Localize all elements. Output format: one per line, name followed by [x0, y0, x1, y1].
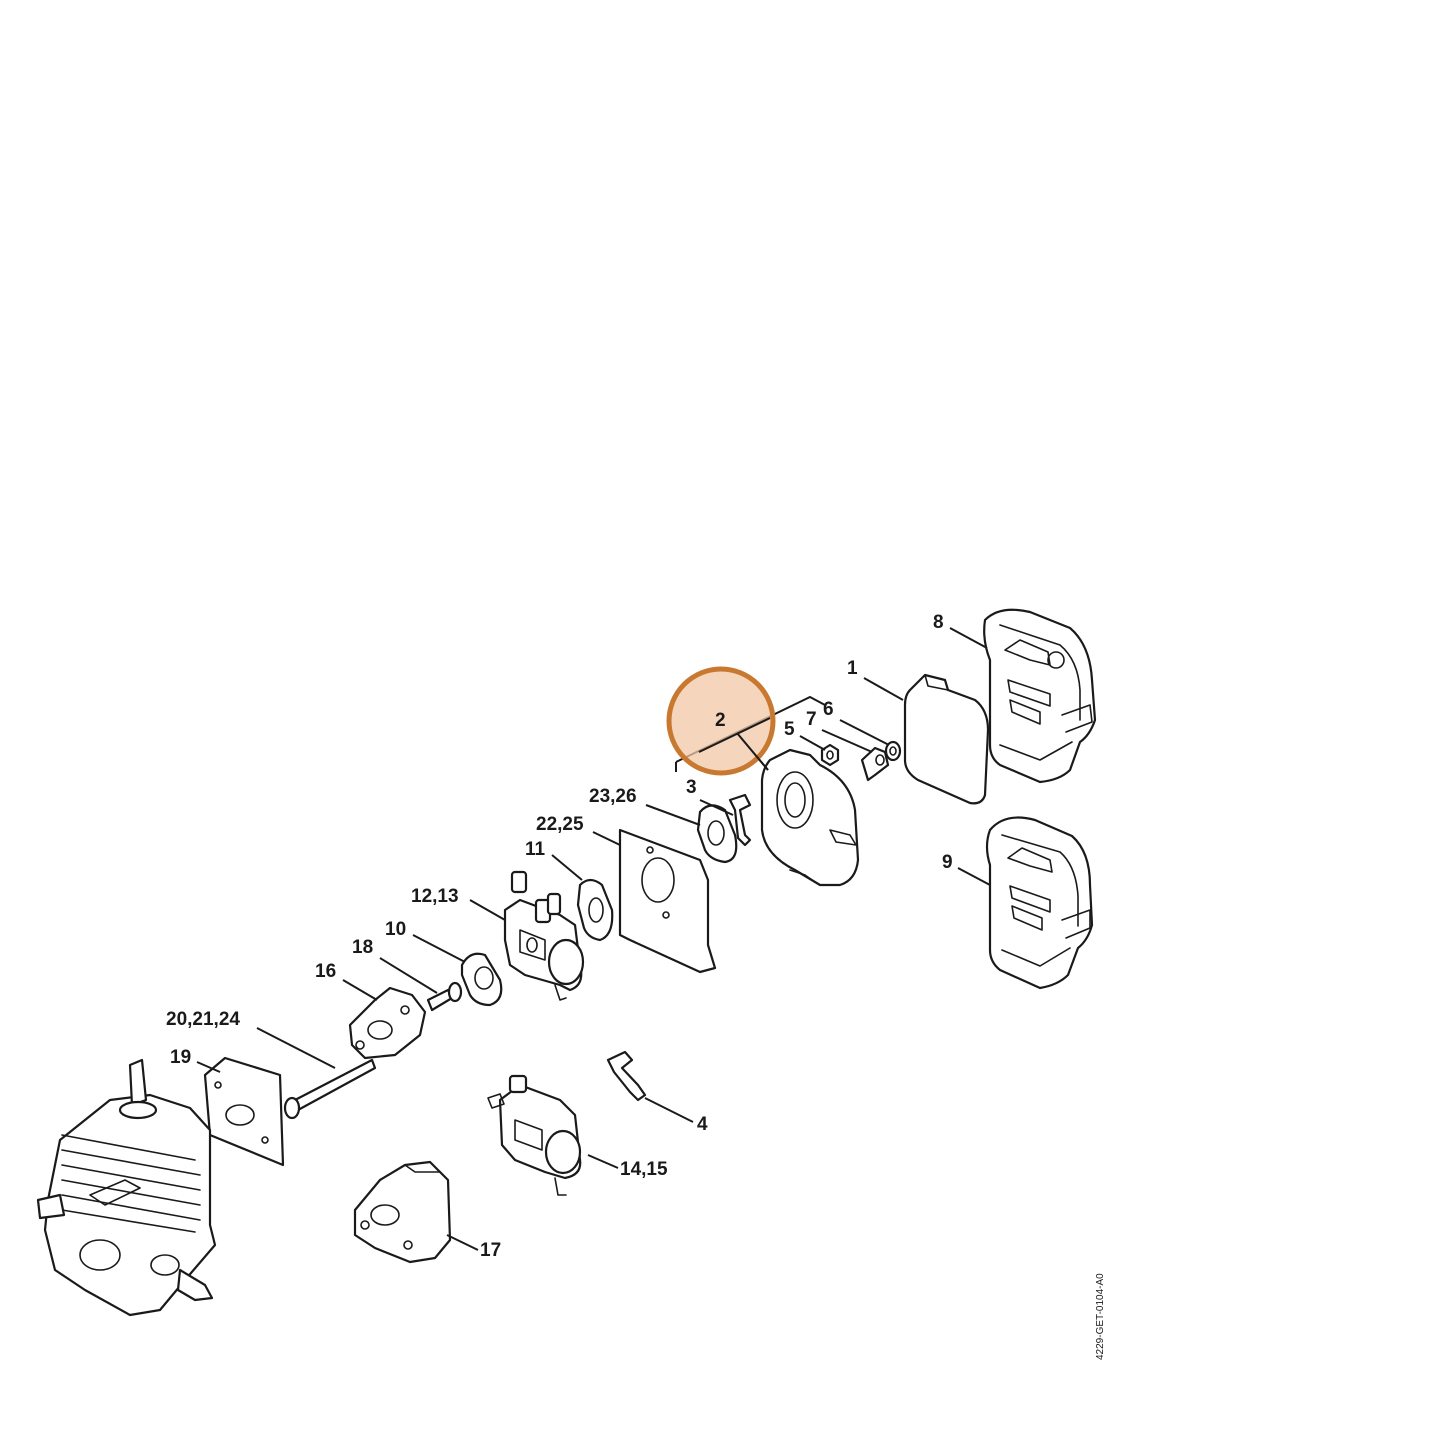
part-16-intake-flange[interactable]	[348, 986, 427, 1060]
callout-23-26[interactable]: 23,26	[589, 786, 637, 807]
callout-8[interactable]: 8	[933, 612, 944, 633]
callout-18[interactable]: 18	[352, 937, 373, 958]
callout-5[interactable]: 5	[784, 719, 795, 740]
callout-11[interactable]: 11	[525, 839, 546, 860]
callout-20-21-24[interactable]: 20,21,24	[166, 1009, 240, 1030]
part-10-gasket[interactable]	[460, 952, 503, 1007]
callout-6[interactable]: 6	[823, 699, 834, 720]
part-17-intake-flange[interactable]	[353, 1160, 452, 1264]
callout-3[interactable]: 3	[686, 777, 697, 798]
part-8-filter-cover[interactable]	[983, 608, 1097, 784]
part-4-lever[interactable]	[606, 1050, 647, 1102]
callout-2[interactable]: 2	[715, 710, 726, 731]
callout-7[interactable]: 7	[806, 709, 817, 730]
callout-labels: 1 2 3 4 5 6 7 8 9 10 11 12,13 14,15 16 1…	[166, 612, 953, 1261]
part-5-nut[interactable]	[820, 743, 840, 767]
part-11-gasket[interactable]	[576, 878, 614, 942]
callout-17[interactable]: 17	[480, 1240, 501, 1261]
callout-19[interactable]: 19	[170, 1047, 191, 1068]
callout-2-highlight	[666, 666, 776, 776]
part-6-washer[interactable]	[884, 740, 902, 762]
part-20-21-24-bolt[interactable]	[283, 1058, 377, 1120]
part-19-gasket[interactable]	[203, 1056, 285, 1167]
callout-1[interactable]: 1	[847, 658, 858, 679]
part-1-filter-element[interactable]	[903, 673, 990, 805]
part-14-15-carburetor[interactable]	[487, 1074, 582, 1196]
part-18-screw[interactable]	[426, 981, 463, 1012]
callout-14-15[interactable]: 14,15	[620, 1159, 668, 1180]
part-22-25-plate[interactable]	[618, 828, 717, 974]
callout-10[interactable]: 10	[385, 919, 406, 940]
callout-9[interactable]: 9	[942, 852, 953, 873]
engine-block	[36, 1058, 217, 1317]
callout-16[interactable]: 16	[315, 961, 336, 982]
part-12-13-carburetor[interactable]	[503, 870, 585, 1001]
callout-12-13[interactable]: 12,13	[411, 886, 459, 907]
part-2-filter-base[interactable]	[760, 748, 860, 887]
part-7-bracket[interactable]	[860, 746, 890, 782]
callout-4[interactable]: 4	[697, 1114, 708, 1135]
document-id: 4229-GET-0104-A0	[1095, 1273, 1106, 1360]
callout-22-25[interactable]: 22,25	[536, 814, 584, 835]
part-9-filter-cover[interactable]	[985, 816, 1094, 990]
part-3-choke-lever[interactable]	[728, 793, 752, 847]
